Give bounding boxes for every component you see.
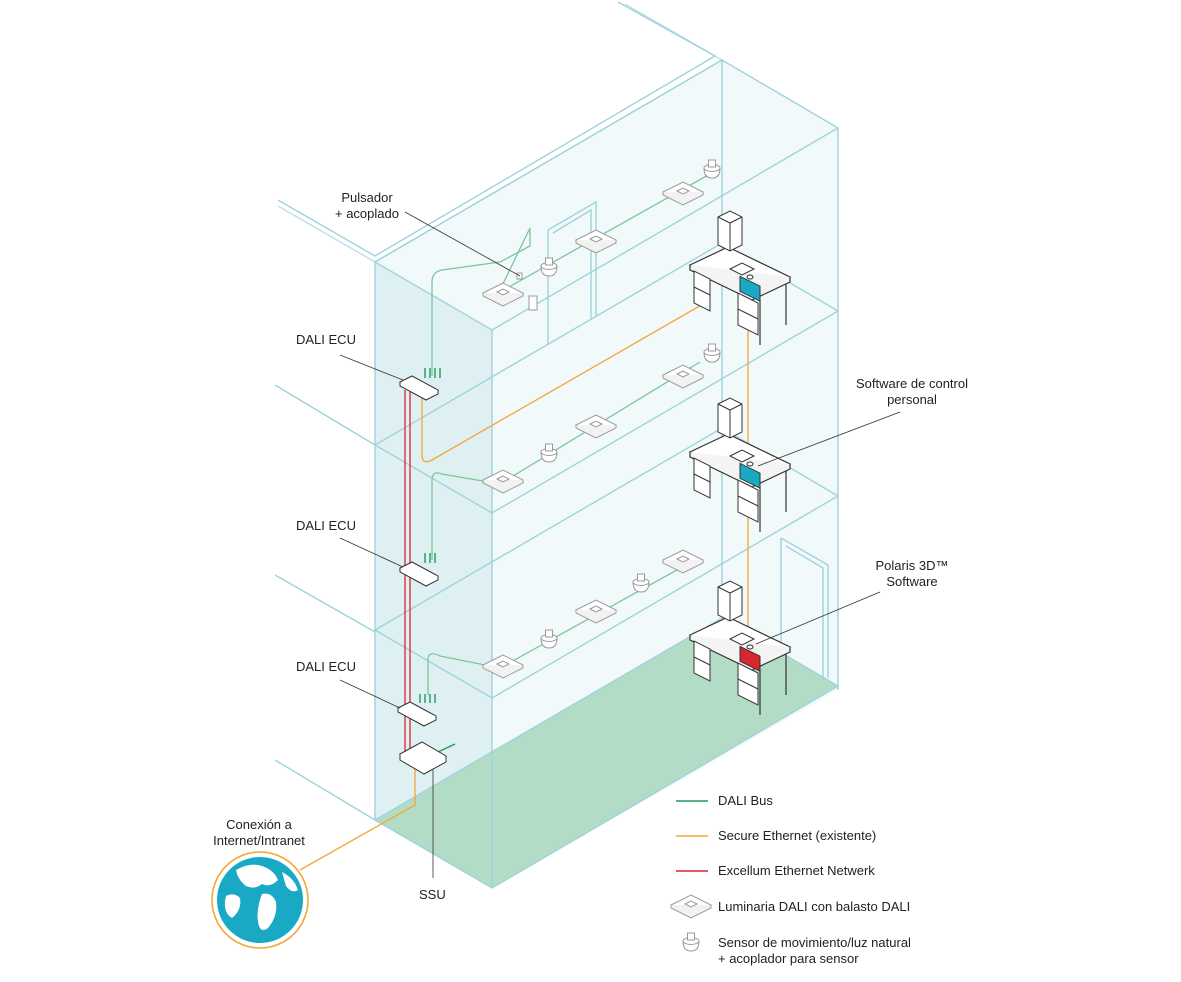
- dali-ecu-2: [398, 561, 440, 587]
- label-dali-ecu-3: DALI ECU: [296, 332, 356, 347]
- legend-swatches: [670, 800, 712, 952]
- desk-floor-1: [689, 580, 791, 716]
- legend-dali-bus: DALI Bus: [718, 793, 773, 808]
- pulsador-switch: [528, 295, 538, 311]
- desk-floor-2: [689, 397, 791, 533]
- desk-floor-3: [689, 210, 791, 346]
- label-pulsador: Pulsador + acoplado: [335, 190, 399, 221]
- label-software-control: Software de control personal: [855, 376, 968, 407]
- building: [274, 1, 840, 889]
- legend-sensor-icon: [682, 932, 700, 952]
- dali-ecu-1: [396, 701, 438, 727]
- label-conexion: Conexión a Internet/Intranet: [213, 817, 305, 848]
- label-ssu: SSU: [419, 887, 446, 902]
- label-polaris: Polaris 3D™ Software: [875, 558, 949, 589]
- globe-icon: [211, 851, 309, 949]
- label-dali-ecu-2: DALI ECU: [296, 518, 356, 533]
- callout-lines: [339, 211, 901, 878]
- ground-floor: [375, 618, 838, 888]
- legend-luminaire-icon: [670, 894, 712, 919]
- legend-sensor: Sensor de movimiento/luz natural + acopl…: [718, 935, 911, 966]
- dali-ecu-3: [398, 375, 440, 401]
- ssu-box: [398, 741, 448, 775]
- label-dali-ecu-1: DALI ECU: [296, 659, 356, 674]
- legend-secure-ethernet: Secure Ethernet (existente): [718, 828, 877, 843]
- legend-luminaria: Luminaria DALI con balasto DALI: [718, 899, 911, 914]
- legend-excellum: Excellum Ethernet Netwerk: [718, 863, 875, 878]
- dali-ecu-boxes: [396, 375, 448, 775]
